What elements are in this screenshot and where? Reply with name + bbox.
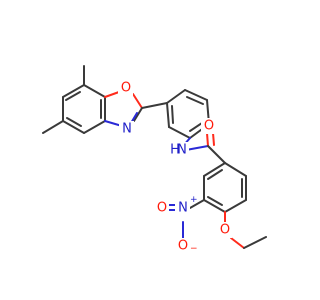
- bond: [203, 199, 226, 213]
- bond: [62, 84, 85, 98]
- molecule-structure: O N N H O N + O − O O: [42, 65, 267, 254]
- bond: [224, 162, 247, 177]
- bond: [243, 236, 267, 249]
- label-mask: [175, 200, 190, 216]
- bond: [185, 145, 209, 151]
- label-mask: [118, 80, 133, 96]
- bond: [184, 89, 208, 101]
- bond: [224, 199, 247, 213]
- atom-labels: O N N H O N + O − O O: [118, 80, 232, 254]
- bond: [133, 107, 143, 122]
- bond: [207, 169, 223, 180]
- bond: [83, 84, 106, 98]
- nitro-nitrogen-charge: +: [190, 195, 198, 205]
- bond: [104, 91, 120, 98]
- bond: [207, 145, 226, 164]
- amide-nitrogen-label: N: [177, 143, 187, 158]
- bond: [230, 237, 245, 249]
- bond: [66, 117, 82, 127]
- bonds: [42, 65, 267, 249]
- label-mask: [175, 238, 190, 254]
- nitro-nitrogen-label: N: [178, 201, 188, 216]
- nitro-oxygen-label: O: [157, 201, 167, 216]
- ether-oxygen-label: O: [220, 223, 230, 238]
- ring-oxygen-label: O: [121, 81, 131, 96]
- bond: [166, 102, 170, 128]
- label-mask: [119, 121, 134, 137]
- bond: [132, 93, 143, 109]
- label-mask: [154, 200, 169, 216]
- bond: [189, 199, 205, 209]
- bond: [207, 196, 223, 206]
- label-mask: [217, 222, 232, 238]
- bond: [65, 91, 81, 101]
- bond: [42, 120, 64, 134]
- bond: [83, 120, 106, 134]
- bond: [168, 126, 191, 139]
- bond: [186, 96, 204, 105]
- nitro-oxygen-charge: −: [190, 244, 198, 254]
- bond: [171, 105, 174, 124]
- bond: [166, 89, 186, 104]
- bond: [206, 132, 209, 147]
- label-mask: [174, 142, 189, 158]
- bond: [212, 132, 215, 146]
- amide-hydrogen-label: H: [170, 143, 180, 158]
- nitro-oxygen-minus-label: O: [178, 239, 188, 254]
- bond: [141, 102, 168, 109]
- bond: [62, 120, 85, 134]
- label-mask: [201, 118, 216, 134]
- bond: [203, 162, 226, 177]
- carbonyl-oxygen-label: O: [204, 119, 214, 134]
- ring-nitrogen-label: N: [122, 122, 132, 137]
